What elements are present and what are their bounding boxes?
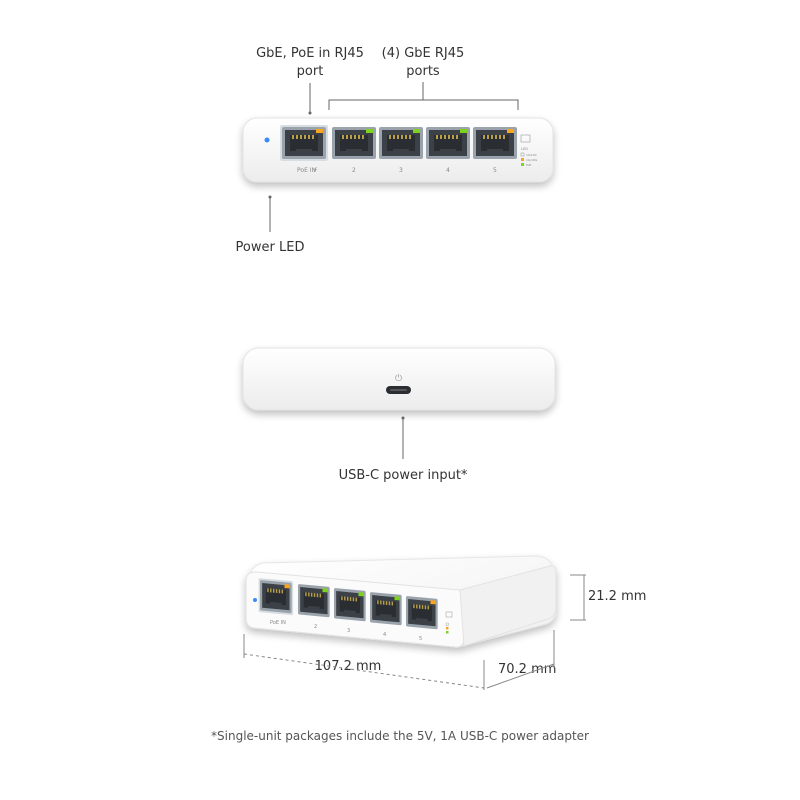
perspective-port-label-poe: PoE IN: [270, 620, 286, 626]
perspective-port-label-2: 2: [314, 624, 317, 630]
height-dimension-label: 21.2 mm: [588, 589, 647, 604]
front-gbe-port-4: [426, 127, 470, 159]
gbe-ports-label: (4) GbE RJ45 ports: [363, 45, 483, 81]
uplink-port-label-line1: GbE, PoE in RJ45: [256, 46, 364, 61]
back-view-body: [242, 347, 556, 411]
uplink-port-label-line2: port: [296, 64, 324, 79]
front-gbe-port-5: [473, 127, 517, 159]
gbe-ports-label-line1: (4) GbE RJ45: [381, 46, 465, 61]
legend-item-1: 10/100: [526, 153, 537, 157]
front-gbe-port-2: [332, 127, 376, 159]
front-port-label-4: 4: [446, 167, 450, 174]
width-dimension-label: 107.2 mm: [314, 659, 382, 674]
front-uplink-port: [280, 125, 328, 161]
legend-title: LED: [521, 147, 528, 151]
legend-item-2: 1G/10G: [526, 158, 538, 162]
dimension-lines: [243, 574, 586, 690]
front-callouts: [268, 82, 519, 232]
gbe-ports-label-line2: ports: [406, 64, 440, 79]
perspective-power-led: [253, 598, 257, 602]
front-port-label-5: 5: [493, 167, 497, 174]
perspective-led-legend: [445, 611, 453, 634]
perspective-port-label-3: 3: [347, 628, 350, 634]
perspective-side: [459, 565, 557, 647]
back-callout: [401, 416, 405, 459]
back-power-icon: ⏻: [395, 373, 402, 384]
front-port-label-poe: PoE IN: [297, 167, 316, 174]
power-led-label: Power LED: [235, 240, 305, 255]
uplink-port-label: GbE, PoE in RJ45 port: [240, 45, 380, 81]
front-port-label-2: 2: [352, 167, 356, 174]
legend-item-3: PoE: [526, 163, 532, 167]
front-power-led: [264, 137, 270, 143]
footnote: *Single-unit packages include the 5V, 1A…: [211, 729, 589, 743]
perspective-port-label-4: 4: [383, 632, 386, 638]
front-gbe-port-3: [379, 127, 423, 159]
front-port-lightning-icon: ⚡: [313, 166, 318, 174]
perspective-port-label-5: 5: [419, 636, 422, 642]
back-view: [242, 347, 556, 411]
perspective-port-labels: PoE IN 2 3 4 5: [270, 620, 422, 642]
front-led-legend: LED 10/100 1G/10G PoE: [520, 134, 538, 167]
usb-c-label: USB-C power input*: [338, 468, 468, 483]
front-port-label-3: 3: [399, 167, 403, 174]
perspective-ports: [258, 578, 438, 630]
depth-dimension-label: 70.2 mm: [498, 662, 557, 677]
